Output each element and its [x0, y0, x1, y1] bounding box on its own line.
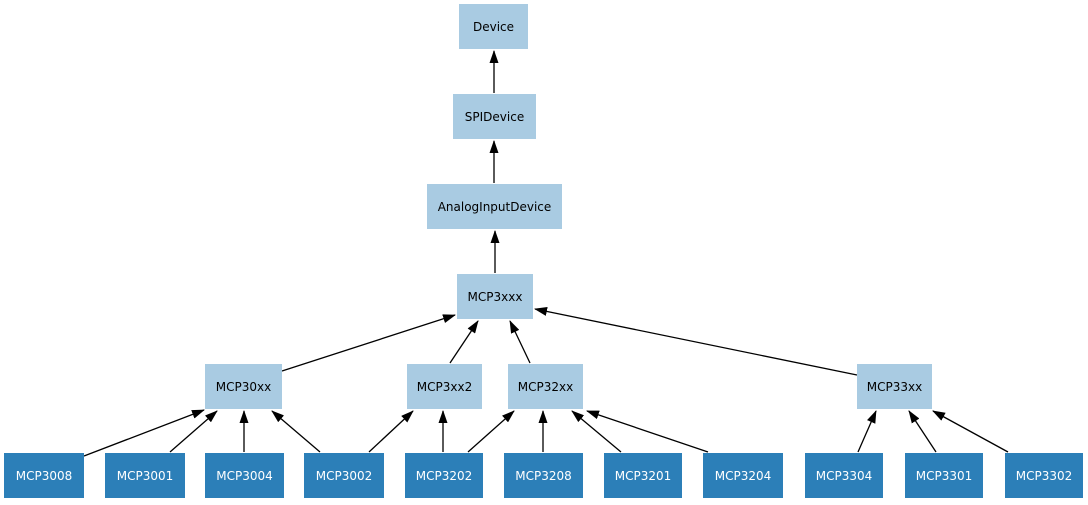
node-mcp3202[interactable]: MCP3202: [405, 453, 483, 498]
edge-mcp3xx2-to-mcp3xxx: [449, 320, 479, 364]
node-mcp3201[interactable]: MCP3201: [604, 453, 682, 498]
node-label: MCP30xx: [215, 379, 272, 394]
node-spidevice[interactable]: SPIDevice: [453, 94, 536, 139]
node-label: MCP3001: [116, 468, 174, 483]
node-mcp3302[interactable]: MCP3302: [1005, 453, 1083, 498]
edge-mcp3304-to-mcp33xx: [857, 410, 877, 453]
node-label: MCP32xx: [517, 379, 574, 394]
edge-mcp3302-to-mcp33xx: [932, 410, 1009, 453]
node-label: SPIDevice: [464, 109, 525, 124]
node-mcp3301[interactable]: MCP3301: [905, 453, 983, 498]
edge-mcp3002-to-mcp30xx: [271, 410, 321, 453]
node-label: Device: [472, 19, 515, 34]
node-label: MCP3008: [15, 468, 73, 483]
node-label: MCP3xx2: [416, 379, 473, 394]
node-label: MCP3002: [315, 468, 373, 483]
node-analoginputdevice[interactable]: AnalogInputDevice: [427, 184, 562, 229]
node-mcp3208[interactable]: MCP3208: [504, 453, 583, 498]
node-label: MCP3202: [415, 468, 473, 483]
edge-mcp3301-to-mcp33xx: [908, 410, 937, 453]
edge-mcp32xx-to-mcp3xxx: [509, 320, 531, 364]
edge-mcp3008-to-mcp30xx: [83, 409, 205, 457]
edge-mcp3002-to-mcp3xx2: [368, 410, 414, 453]
node-label: MCP3304: [815, 468, 873, 483]
edge-mcp33xx-to-mcp3xxx: [534, 307, 858, 376]
node-label: MCP3004: [216, 468, 273, 483]
node-mcp32xx[interactable]: MCP32xx: [508, 364, 583, 409]
node-mcp3008[interactable]: MCP3008: [4, 453, 84, 498]
node-label: MCP3208: [515, 468, 572, 483]
node-mcp3004[interactable]: MCP3004: [205, 453, 284, 498]
node-mcp3001[interactable]: MCP3001: [105, 453, 185, 498]
node-mcp3xxx[interactable]: MCP3xxx: [457, 274, 533, 319]
node-mcp3304[interactable]: MCP3304: [805, 453, 883, 498]
node-mcp3xx2[interactable]: MCP3xx2: [407, 364, 482, 409]
node-mcp33xx[interactable]: MCP33xx: [857, 364, 932, 409]
node-label: MCP3301: [915, 468, 973, 483]
edge-mcp3201-to-mcp32xx: [571, 410, 622, 453]
edge-mcp3001-to-mcp30xx: [169, 410, 218, 453]
node-mcp3002[interactable]: MCP3002: [304, 453, 384, 498]
edge-mcp3204-to-mcp32xx: [586, 410, 709, 453]
node-label: MCP3302: [1015, 468, 1073, 483]
node-label: AnalogInputDevice: [437, 199, 552, 214]
edge-mcp30xx-to-mcp3xxx: [281, 314, 456, 372]
node-label: MCP3xxx: [467, 289, 523, 304]
edge-mcp3202-to-mcp32xx: [467, 410, 515, 453]
node-device[interactable]: Device: [459, 4, 528, 49]
node-label: MCP3204: [714, 468, 772, 483]
node-mcp3204[interactable]: MCP3204: [703, 453, 783, 498]
node-mcp30xx[interactable]: MCP30xx: [205, 364, 282, 409]
node-label: MCP3201: [614, 468, 672, 483]
node-label: MCP33xx: [866, 379, 923, 394]
